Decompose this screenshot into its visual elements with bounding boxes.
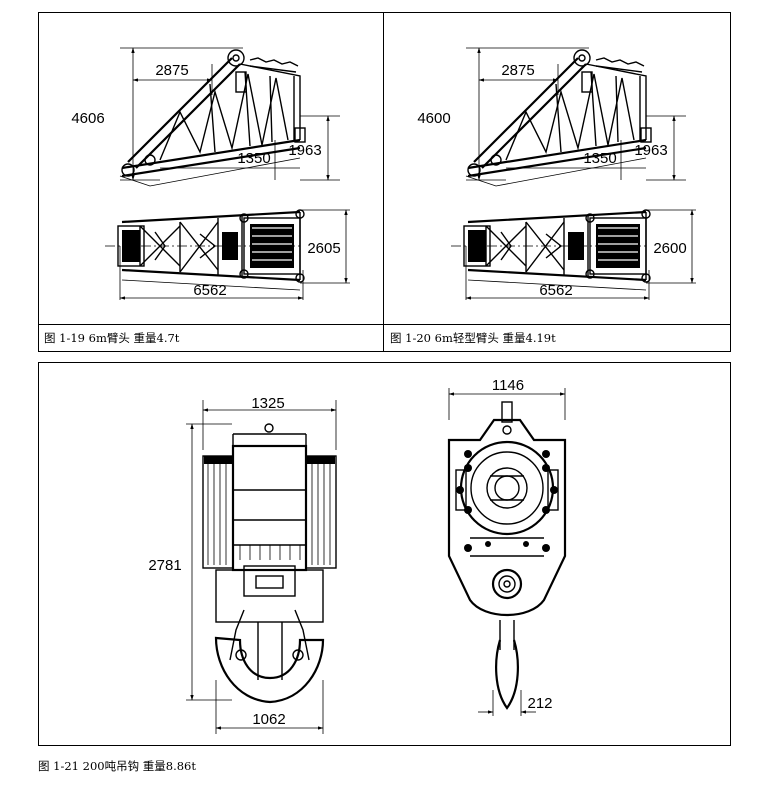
fig20-length: 6562	[539, 282, 572, 299]
fig20-height: 4600	[417, 110, 450, 127]
panel-boom-head-6m	[38, 12, 384, 352]
fig19-mid: 1350	[237, 150, 270, 167]
fig21-hook-throat: 212	[527, 695, 552, 712]
fig20-mid: 1350	[583, 150, 616, 167]
fig19-plan-width: 2605	[307, 240, 340, 257]
fig21-side-view	[186, 400, 337, 734]
panel-boom-head-6m-light	[383, 12, 731, 352]
fig21-height: 2781	[148, 557, 181, 574]
fig19-length: 6562	[193, 282, 226, 299]
fig21-front-width: 1146	[492, 377, 524, 394]
fig21-side-width: 1325	[251, 395, 284, 412]
fig20-drawing	[451, 48, 696, 300]
fig20-right: 1963	[634, 142, 667, 159]
fig19-caption: 图 1-19 6m臂头 重量4.7t	[44, 331, 180, 345]
fig19-side-view	[120, 48, 340, 186]
fig19-width-top: 2875	[155, 62, 188, 79]
fig21-hook-width: 1062	[252, 711, 285, 728]
fig21-caption: 图 1-21 200吨吊钩 重量8.86t	[38, 759, 196, 773]
caption-divider	[38, 324, 731, 325]
fig19-height: 4606	[71, 110, 104, 127]
panel-hook-200t	[38, 362, 731, 746]
fig20-caption: 图 1-20 6m轻型臂头 重量4.19t	[390, 331, 556, 345]
fig20-plan-width: 2600	[653, 240, 686, 257]
fig21-front-view	[447, 388, 567, 716]
fig19-right: 1963	[288, 142, 321, 159]
fig19-drawing	[105, 48, 350, 300]
fig20-width-top: 2875	[501, 62, 534, 79]
fig20-side-view	[466, 48, 686, 186]
